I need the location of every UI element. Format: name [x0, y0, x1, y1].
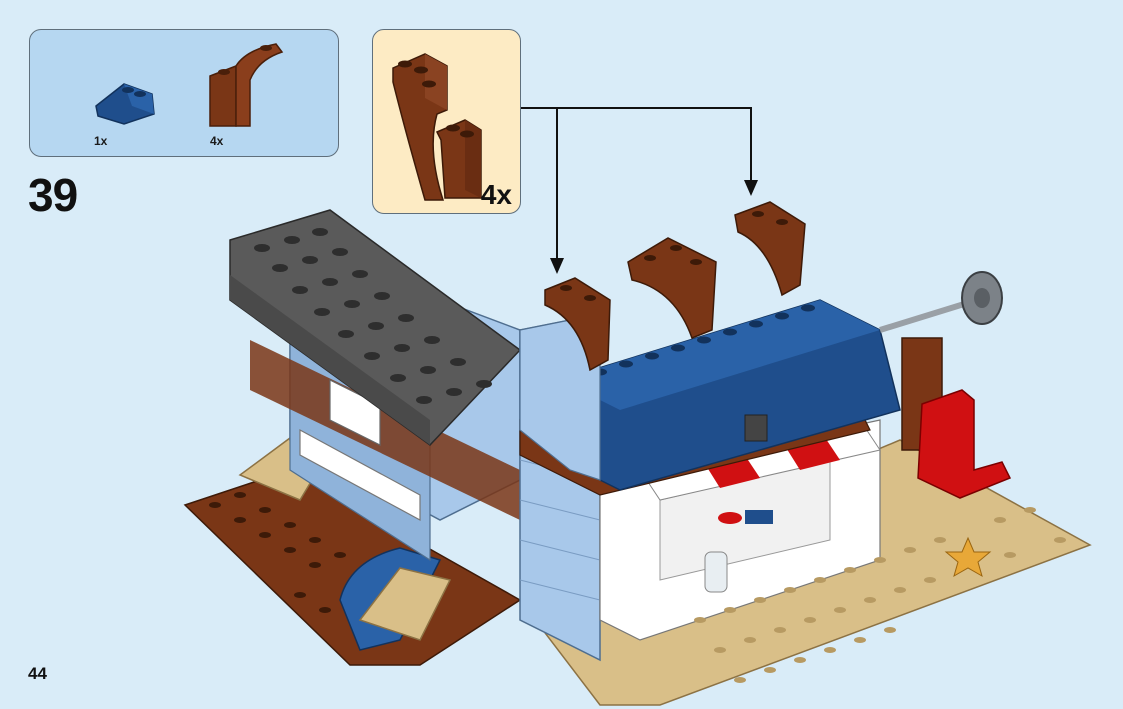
arch-brick	[735, 202, 805, 295]
arch-brick	[628, 238, 716, 338]
red-chair	[918, 390, 1010, 498]
page-number: 44	[28, 664, 47, 684]
